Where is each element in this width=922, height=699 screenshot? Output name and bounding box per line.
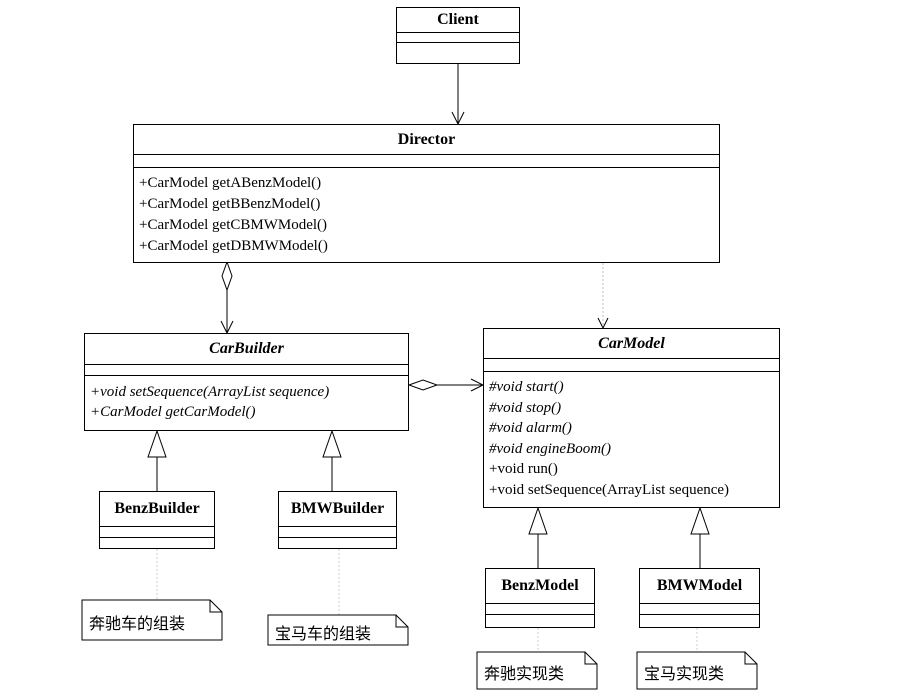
car-model-op: +void run() [489, 461, 558, 477]
note-outline-bmw-assembly [267, 614, 409, 646]
director-op: +CarModel getABenzModel() [139, 175, 322, 191]
car-model-op: #void engineBoom() [489, 440, 612, 457]
class-car-builder-name: CarBuilder [85, 334, 408, 365]
class-bmw-model-attributes [640, 604, 759, 615]
car-model-op: #void stop() [489, 399, 562, 416]
note-outline-benz-impl [476, 651, 598, 690]
class-bmw-model-operations [640, 615, 759, 621]
director-op: +CarModel getBBenzModel() [139, 196, 321, 212]
director-op: +CarModel getCBMWModel() [139, 217, 328, 233]
class-bmw-model-name: BMWModel [640, 569, 759, 604]
bmwmodel-generalization-triangle [690, 506, 710, 535]
class-benz-builder-name: BenzBuilder [100, 492, 214, 527]
class-benz-model-operations [486, 615, 594, 621]
class-director-operations: +CarModel getABenzModel() +CarModel getB… [134, 168, 719, 261]
car-model-op: #void start() [489, 379, 564, 395]
class-director-attributes [134, 155, 719, 168]
class-benz-builder-operations [100, 538, 214, 544]
class-car-builder: CarBuilder +void setSequence(ArrayList s… [84, 333, 409, 431]
note-outline-benz-assembly [81, 599, 223, 641]
class-bmw-model: BMWModel [639, 568, 760, 628]
class-benz-builder: BenzBuilder [99, 491, 215, 549]
note-bmw-assembly: 宝马车的组装 [269, 616, 395, 644]
note-benz-assembly: 奔驰车的组装 [83, 601, 209, 639]
class-bmw-builder-name: BMWBuilder [279, 492, 396, 527]
class-car-model-operations: #void start() #void stop() #void alarm()… [484, 372, 779, 504]
benzbuilder-generalization-triangle [147, 429, 167, 458]
class-car-builder-operations: +void setSequence(ArrayList sequence) +C… [85, 376, 408, 426]
note-outline-bmw-impl [636, 651, 758, 690]
class-bmw-builder-operations [279, 538, 396, 544]
director-builder-aggregation-diamond [221, 260, 233, 292]
class-car-model-name: CarModel [484, 329, 779, 359]
car-builder-op: +CarModel getCarModel() [90, 404, 256, 420]
class-benz-model-name: BenzModel [486, 569, 594, 604]
class-benz-builder-attributes [100, 527, 214, 538]
class-benz-model: BenzModel [485, 568, 595, 628]
class-client: Client [396, 7, 520, 64]
note-benz-impl: 奔驰实现类 [478, 653, 584, 688]
class-director-name: Director [134, 125, 719, 155]
class-car-model: CarModel #void start() #void stop() #voi… [483, 328, 780, 508]
car-model-op: #void alarm() [489, 420, 572, 436]
bmwbuilder-generalization-triangle [322, 429, 342, 458]
car-builder-op: +void setSequence(ArrayList sequence) [90, 384, 330, 400]
benzmodel-generalization-triangle [528, 506, 548, 535]
class-client-attributes [397, 33, 519, 43]
car-model-op: +void setSequence(ArrayList sequence) [489, 481, 730, 498]
class-car-model-attributes [484, 359, 779, 372]
class-bmw-builder-attributes [279, 527, 396, 538]
class-bmw-builder: BMWBuilder [278, 491, 397, 549]
class-director: Director +CarModel getABenzModel() +CarM… [133, 124, 720, 263]
director-op: +CarModel getDBMWModel() [139, 238, 328, 254]
class-car-builder-attributes [85, 365, 408, 376]
builder-model-aggregation-diamond [407, 379, 439, 391]
class-client-operations [397, 43, 519, 49]
note-bmw-impl: 宝马实现类 [638, 653, 744, 688]
class-client-name: Client [397, 8, 519, 33]
class-benz-model-attributes [486, 604, 594, 615]
